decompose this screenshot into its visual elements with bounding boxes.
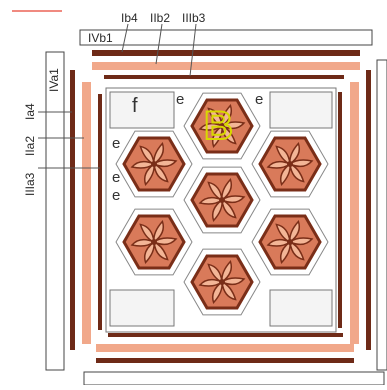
corner-square-top-right bbox=[270, 92, 332, 128]
left-bar-salmon-1 bbox=[82, 82, 91, 344]
top-bar-dark-1 bbox=[92, 50, 360, 56]
corner-square-bottom-left bbox=[110, 290, 174, 326]
pinwheel-hub bbox=[151, 161, 157, 167]
bottom-bar-salmon-1 bbox=[96, 344, 354, 352]
label-ia4: Ia4 bbox=[24, 103, 36, 120]
label-iib2: IIb2 bbox=[150, 12, 170, 24]
outer-frame-left bbox=[46, 52, 64, 370]
label-iiia3: IIIa3 bbox=[24, 173, 36, 196]
top-bar-salmon-1 bbox=[92, 62, 360, 70]
label-f: f bbox=[132, 96, 138, 116]
pinwheel-hub bbox=[219, 197, 225, 203]
bottom-bar-dark-1 bbox=[108, 333, 343, 337]
right-bar-dark-2 bbox=[366, 70, 371, 350]
label-e-top-left: e bbox=[176, 92, 184, 107]
top-bar-dark-2 bbox=[104, 75, 344, 79]
corner-square-top-left bbox=[110, 92, 174, 128]
label-b-highlight: B bbox=[204, 106, 233, 146]
pinwheel-hub bbox=[287, 239, 293, 245]
label-e-left-lower: e bbox=[112, 188, 120, 203]
outer-frame-bottom bbox=[84, 372, 384, 385]
corner-square-bottom-right bbox=[270, 290, 332, 326]
label-ivb1: IVb1 bbox=[88, 32, 113, 44]
pinwheel-hub bbox=[151, 239, 157, 245]
outer-frame-right bbox=[377, 60, 387, 370]
pinwheel-hub bbox=[287, 161, 293, 167]
label-iva1: IVa1 bbox=[48, 68, 60, 92]
label-iia2: IIa2 bbox=[24, 136, 36, 156]
label-e-left-mid: e bbox=[112, 170, 120, 185]
left-bar-dark-2 bbox=[98, 94, 102, 330]
top-red-mark bbox=[12, 10, 62, 12]
bottom-bar-dark-2 bbox=[96, 358, 354, 363]
label-e-top-right: e bbox=[255, 92, 263, 107]
label-ib4: Ib4 bbox=[121, 12, 138, 24]
label-e-left-upper: e bbox=[112, 136, 120, 151]
right-bar-salmon-1 bbox=[350, 82, 359, 344]
label-iiib3: IIIb3 bbox=[182, 12, 205, 24]
pinwheel-hub bbox=[219, 279, 225, 285]
right-bar-dark-1 bbox=[338, 92, 342, 328]
